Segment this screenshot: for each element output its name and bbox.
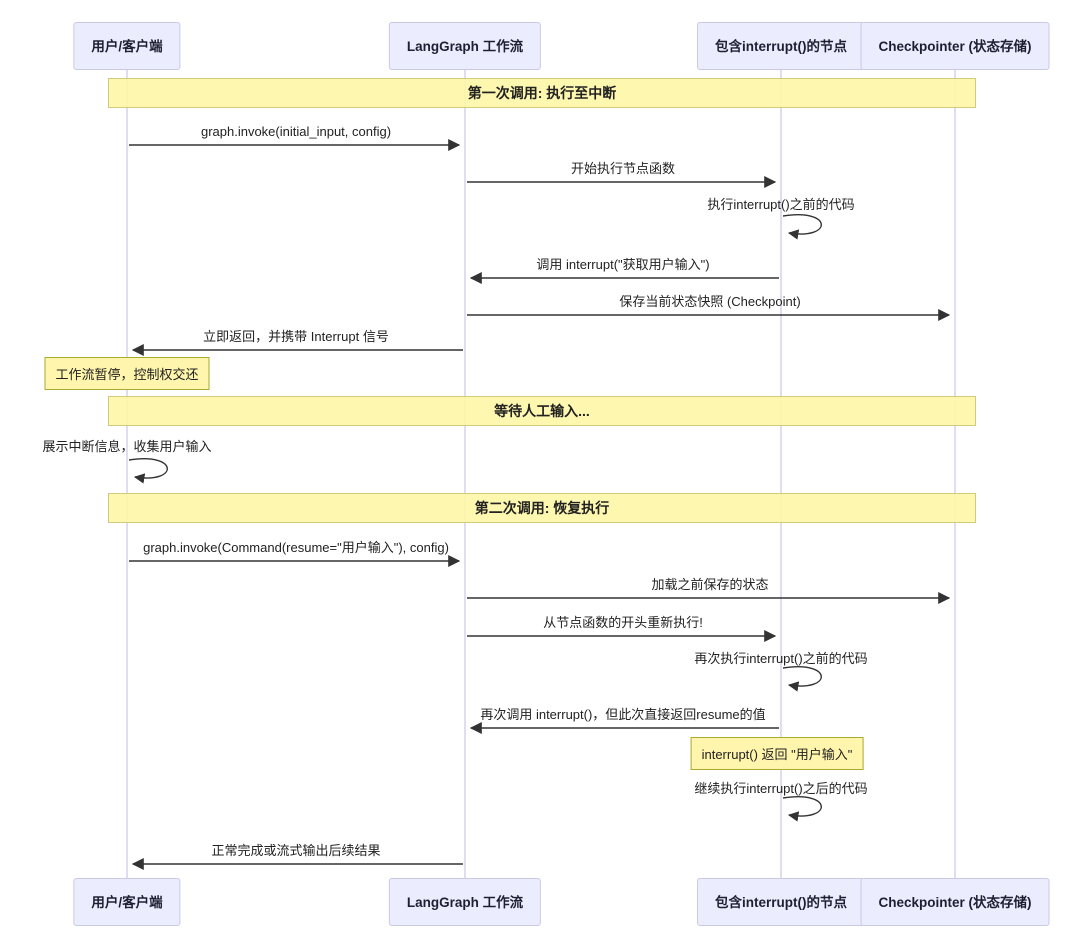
- section-label: 第一次调用: 执行至中断: [467, 85, 617, 101]
- message-label-reexecute-node: 从节点函数的开头重新执行!: [543, 615, 703, 630]
- message-label-call-interrupt: 调用 interrupt("获取用户输入"): [536, 257, 710, 272]
- message-label-return-interrupt-signal: 立即返回，并携带 Interrupt 信号: [203, 329, 389, 344]
- section-label: 第二次调用: 恢复执行: [474, 500, 610, 516]
- section-label: 等待人工输入...: [494, 403, 590, 419]
- message-label-pre-interrupt: 执行interrupt()之前的代码: [707, 197, 855, 212]
- self-loop-pre-interrupt: [782, 214, 822, 240]
- self-loop-collect-input: [128, 458, 168, 484]
- participant-top-node: 包含interrupt()的节点: [697, 22, 865, 70]
- message-label-interrupt-returns-resume: 再次调用 interrupt()，但此次直接返回resume的值: [480, 707, 766, 722]
- message-label-pre-interrupt-again: 再次执行interrupt()之前的代码: [694, 651, 868, 666]
- participant-top-checkpointer: Checkpointer (状态存储): [860, 22, 1050, 70]
- section-band-wait-input: 等待人工输入...: [108, 396, 976, 426]
- note-workflow-paused: 工作流暂停，控制权交还: [44, 357, 210, 390]
- message-label-invoke-resume: graph.invoke(Command(resume="用户输入"), con…: [143, 540, 449, 555]
- lifelines: [126, 70, 956, 878]
- participant-bottom-user: 用户/客户端: [73, 878, 181, 926]
- participant-top-user: 用户/客户端: [73, 22, 181, 70]
- message-label-start-node: 开始执行节点函数: [570, 161, 676, 176]
- message-label-collect-input: 展示中断信息，收集用户输入: [42, 439, 212, 454]
- section-band-second-call: 第二次调用: 恢复执行: [108, 493, 976, 523]
- self-loop-post-interrupt: [782, 796, 822, 822]
- note-interrupt-return-value: interrupt() 返回 "用户输入": [690, 737, 864, 770]
- message-label-post-interrupt: 继续执行interrupt()之后的代码: [694, 781, 868, 796]
- participant-bottom-workflow: LangGraph 工作流: [388, 878, 542, 926]
- message-label-final-result: 正常完成或流式输出后续结果: [211, 843, 381, 858]
- message-label-invoke-initial: graph.invoke(initial_input, config): [200, 124, 392, 139]
- participant-bottom-node: 包含interrupt()的节点: [697, 878, 865, 926]
- participant-top-workflow: LangGraph 工作流: [388, 22, 542, 70]
- self-loops: [128, 214, 822, 822]
- message-label-load-state: 加载之前保存的状态: [651, 577, 769, 592]
- self-loop-pre-interrupt-again: [782, 666, 822, 692]
- section-band-first-call: 第一次调用: 执行至中断: [108, 78, 976, 108]
- participant-bottom-checkpointer: Checkpointer (状态存储): [860, 878, 1050, 926]
- message-label-save-checkpoint: 保存当前状态快照 (Checkpoint): [619, 294, 801, 309]
- message-arrows: [129, 139, 951, 870]
